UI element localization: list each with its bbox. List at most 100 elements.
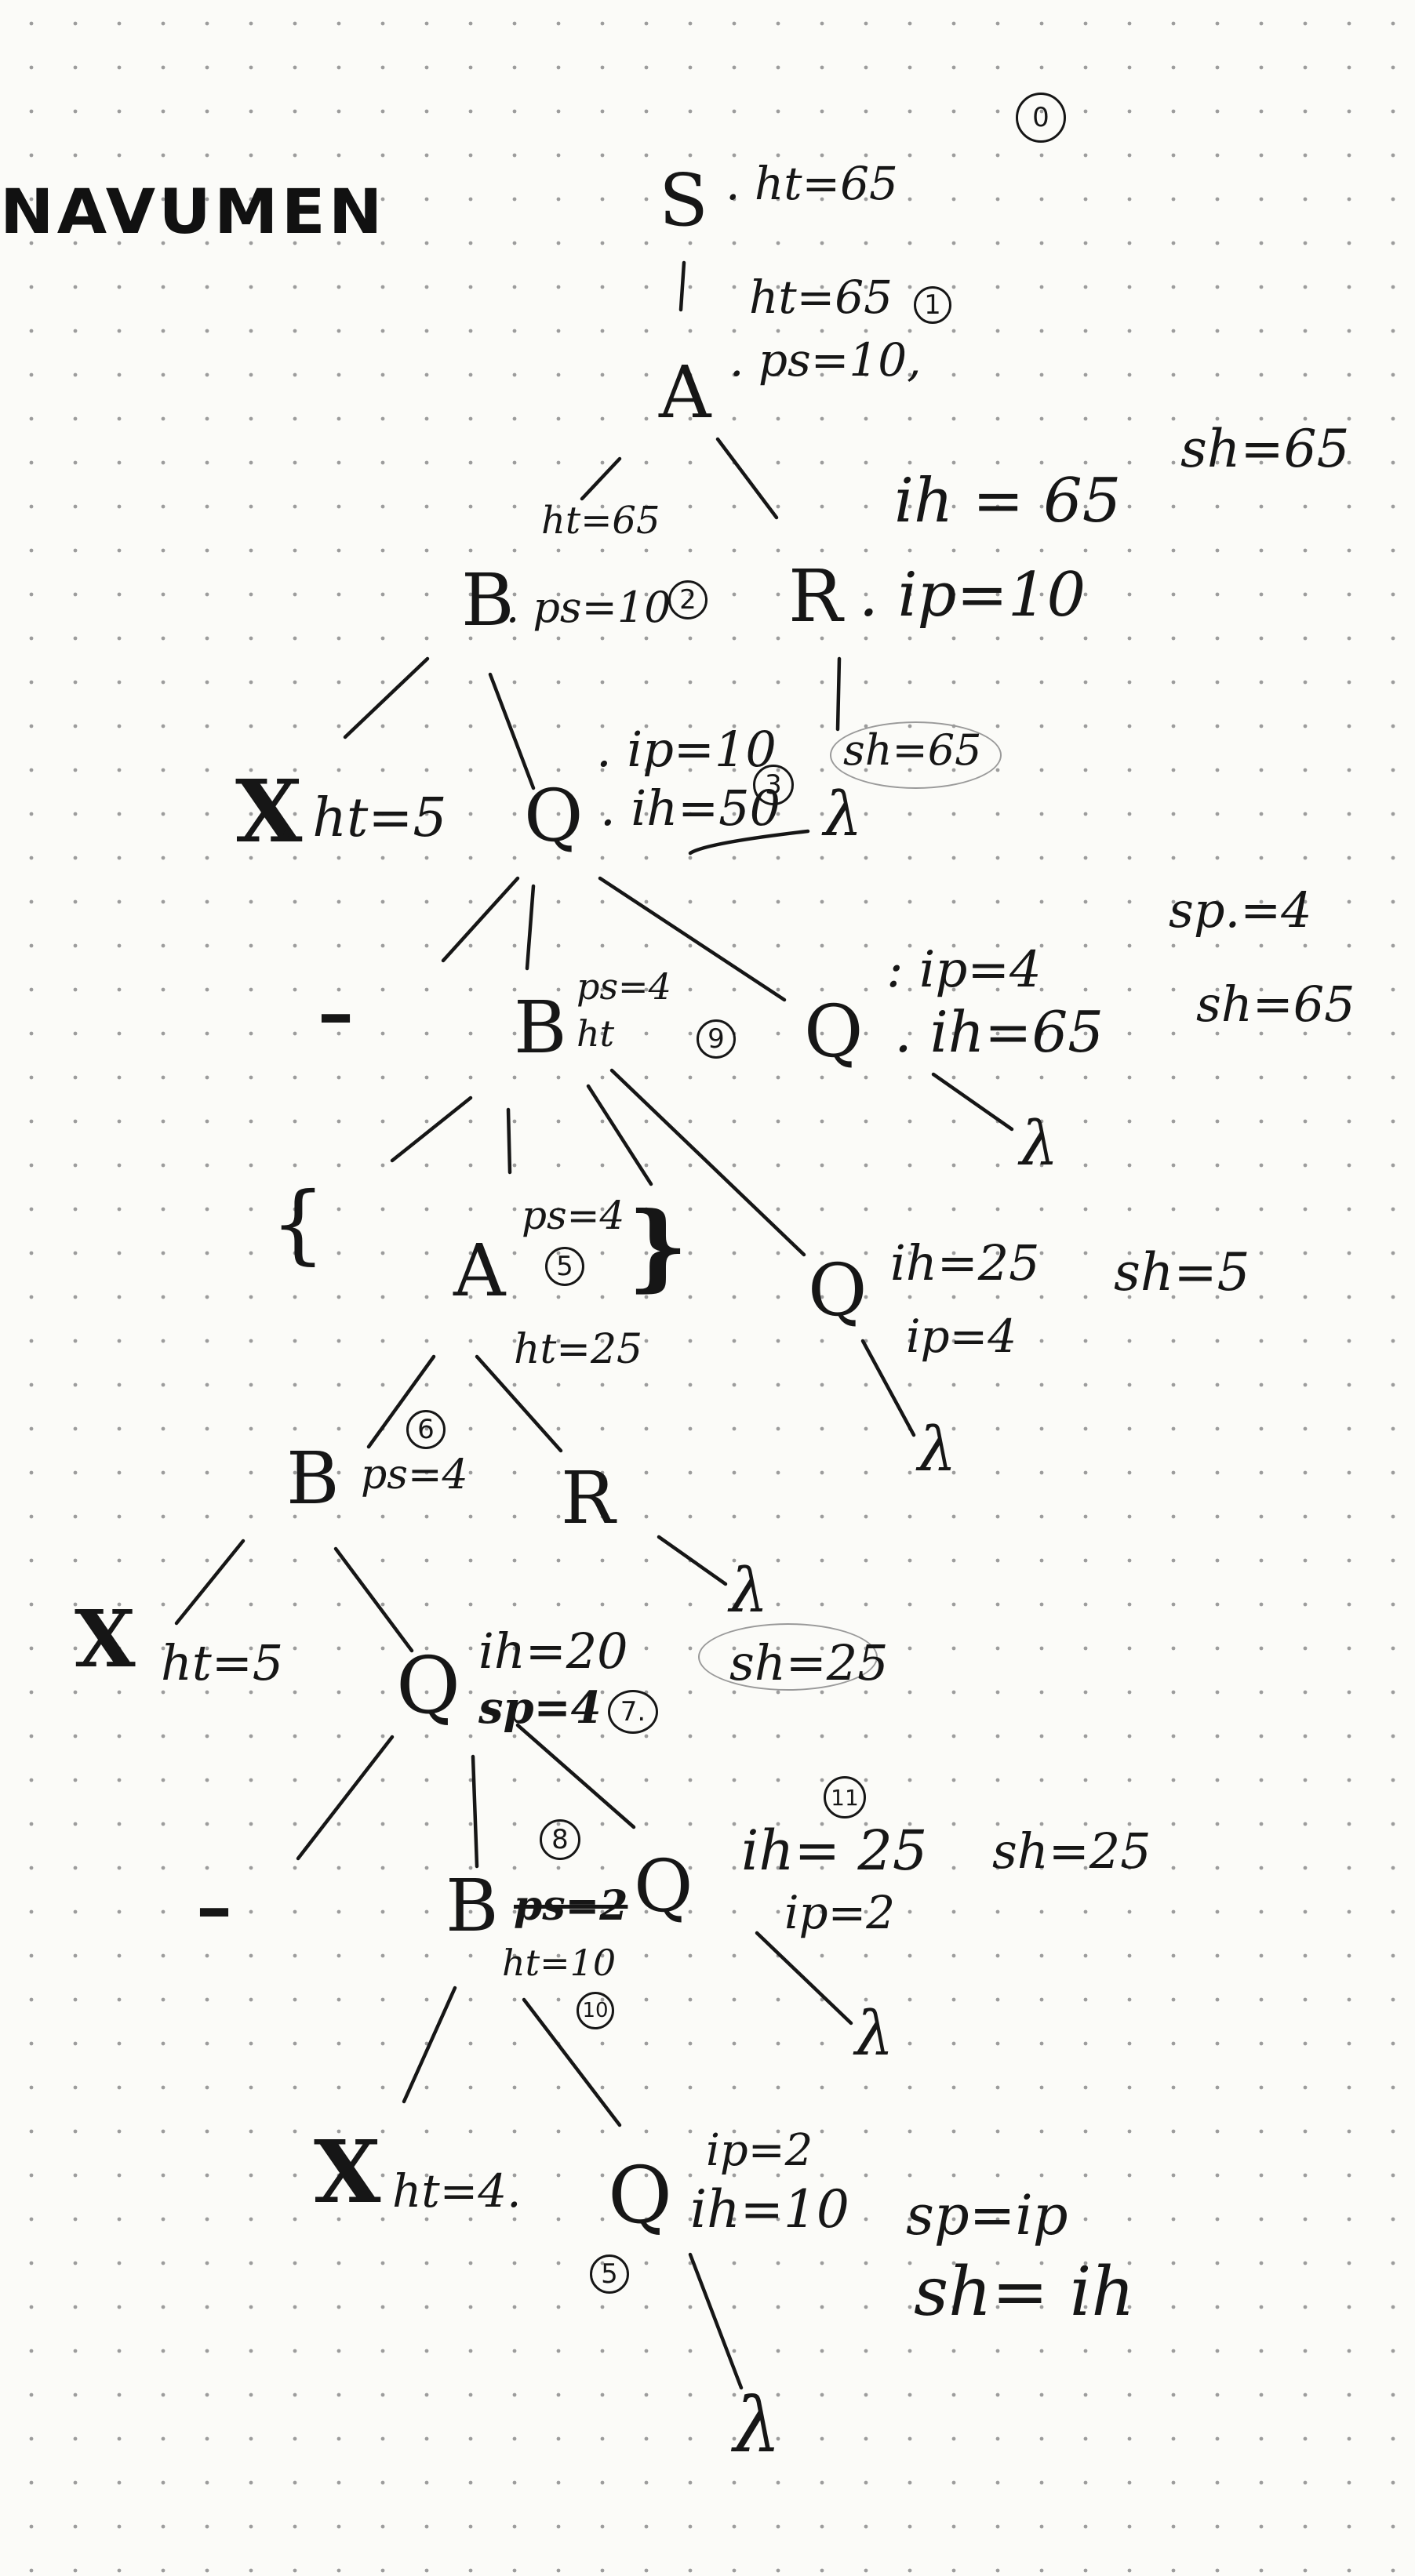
grid-dot	[776, 241, 780, 245]
grid-dot	[556, 2305, 561, 2309]
grid-dot	[908, 1251, 912, 1255]
grid-dot	[1391, 460, 1395, 465]
grid-dot	[468, 1031, 473, 1036]
grid-dot	[424, 1690, 429, 1695]
grid-dot	[732, 416, 737, 421]
grid-dot	[336, 1470, 341, 1475]
grid-dot	[1039, 1646, 1044, 1651]
grid-dot	[600, 2173, 605, 2178]
edge-q5-lambda	[755, 1931, 853, 2026]
grid-dot	[205, 636, 209, 641]
grid-dot	[1127, 856, 1132, 860]
grid-dot	[995, 2480, 1000, 2485]
grid-dot	[1391, 1953, 1395, 1958]
grid-dot	[1127, 1866, 1132, 1870]
grid-dot	[1127, 372, 1132, 377]
grid-dot	[249, 592, 253, 597]
grid-dot	[820, 1602, 824, 1607]
brand-logo: NAVUMEN	[0, 177, 386, 248]
grid-dot	[205, 21, 209, 26]
grid-dot	[205, 1426, 209, 1431]
grid-dot	[995, 1295, 1000, 1299]
grid-dot	[249, 1778, 253, 1782]
grid-dot	[1347, 2129, 1351, 2134]
grid-dot	[1215, 1514, 1220, 1519]
grid-dot	[380, 1822, 385, 1826]
grid-dot	[1347, 1470, 1351, 1475]
grid-dot	[205, 153, 209, 158]
grid-dot	[556, 197, 561, 202]
node-s: S	[659, 158, 709, 242]
grid-dot	[1039, 680, 1044, 685]
grid-dot	[1215, 943, 1220, 948]
grid-dot	[688, 1909, 693, 1914]
grid-dot	[73, 1119, 78, 1124]
grid-dot	[1303, 1163, 1308, 1168]
grid-dot	[1039, 856, 1044, 860]
grid-dot	[293, 2349, 297, 2353]
grid-dot	[424, 1295, 429, 1299]
grid-dot	[776, 1558, 780, 1563]
grid-dot	[644, 1514, 649, 1519]
grid-dot	[1127, 2261, 1132, 2265]
grid-dot	[336, 1734, 341, 1739]
grid-dot	[1215, 504, 1220, 509]
grid-dot	[117, 285, 122, 289]
edge-r-lambda	[835, 656, 842, 732]
grid-dot	[336, 1646, 341, 1651]
grid-dot	[29, 1778, 34, 1782]
grid-dot	[424, 768, 429, 772]
grid-dot	[556, 943, 561, 948]
grid-dot	[73, 2085, 78, 2090]
grid-dot	[1259, 2173, 1264, 2178]
grid-dot	[205, 768, 209, 772]
grid-dot	[73, 1997, 78, 2002]
grid-dot	[556, 768, 561, 772]
grid-dot	[424, 943, 429, 948]
b-ht-attr: ht=65	[541, 499, 660, 543]
grid-dot	[512, 1163, 517, 1168]
grid-dot	[995, 1953, 1000, 1958]
grid-dot	[205, 2436, 209, 2441]
grid-dot	[380, 1602, 385, 1607]
grid-dot	[249, 2349, 253, 2353]
grid-dot	[600, 460, 605, 465]
grid-dot	[512, 2436, 517, 2441]
x1-ht-attr: . ht=5	[278, 787, 447, 849]
grid-dot	[512, 1426, 517, 1431]
grid-dot	[1391, 1997, 1395, 2002]
grid-dot	[468, 1909, 473, 1914]
grid-dot	[644, 1251, 649, 1255]
grid-dot	[468, 1163, 473, 1168]
grid-dot	[293, 65, 297, 70]
grid-dot	[776, 2041, 780, 2046]
grid-dot	[1303, 21, 1308, 26]
grid-dot	[820, 2349, 824, 2353]
grid-dot	[424, 1822, 429, 1826]
grid-dot	[688, 2393, 693, 2397]
grid-dot	[205, 2393, 209, 2397]
grid-dot	[1303, 1207, 1308, 1212]
grid-dot	[1127, 1075, 1132, 1080]
grid-dot	[293, 1251, 297, 1255]
grid-dot	[600, 812, 605, 816]
grid-dot	[1039, 636, 1044, 641]
grid-dot	[1083, 329, 1088, 333]
grid-dot	[1391, 1207, 1395, 1212]
grid-dot	[556, 460, 561, 465]
grid-dot	[205, 899, 209, 904]
grid-dot	[732, 812, 737, 816]
grid-dot	[1259, 1997, 1264, 2002]
grid-dot	[995, 504, 1000, 509]
grid-dot	[1347, 109, 1351, 114]
grid-dot	[864, 680, 868, 685]
grid-dot	[73, 1251, 78, 1255]
grid-dot	[468, 548, 473, 553]
grid-dot	[205, 329, 209, 333]
grid-dot	[1127, 2305, 1132, 2309]
grid-dot	[161, 1778, 166, 1782]
grid-dot	[161, 1646, 166, 1651]
grid-dot	[380, 987, 385, 992]
grid-dot	[995, 1734, 1000, 1739]
grid-dot	[1347, 197, 1351, 202]
